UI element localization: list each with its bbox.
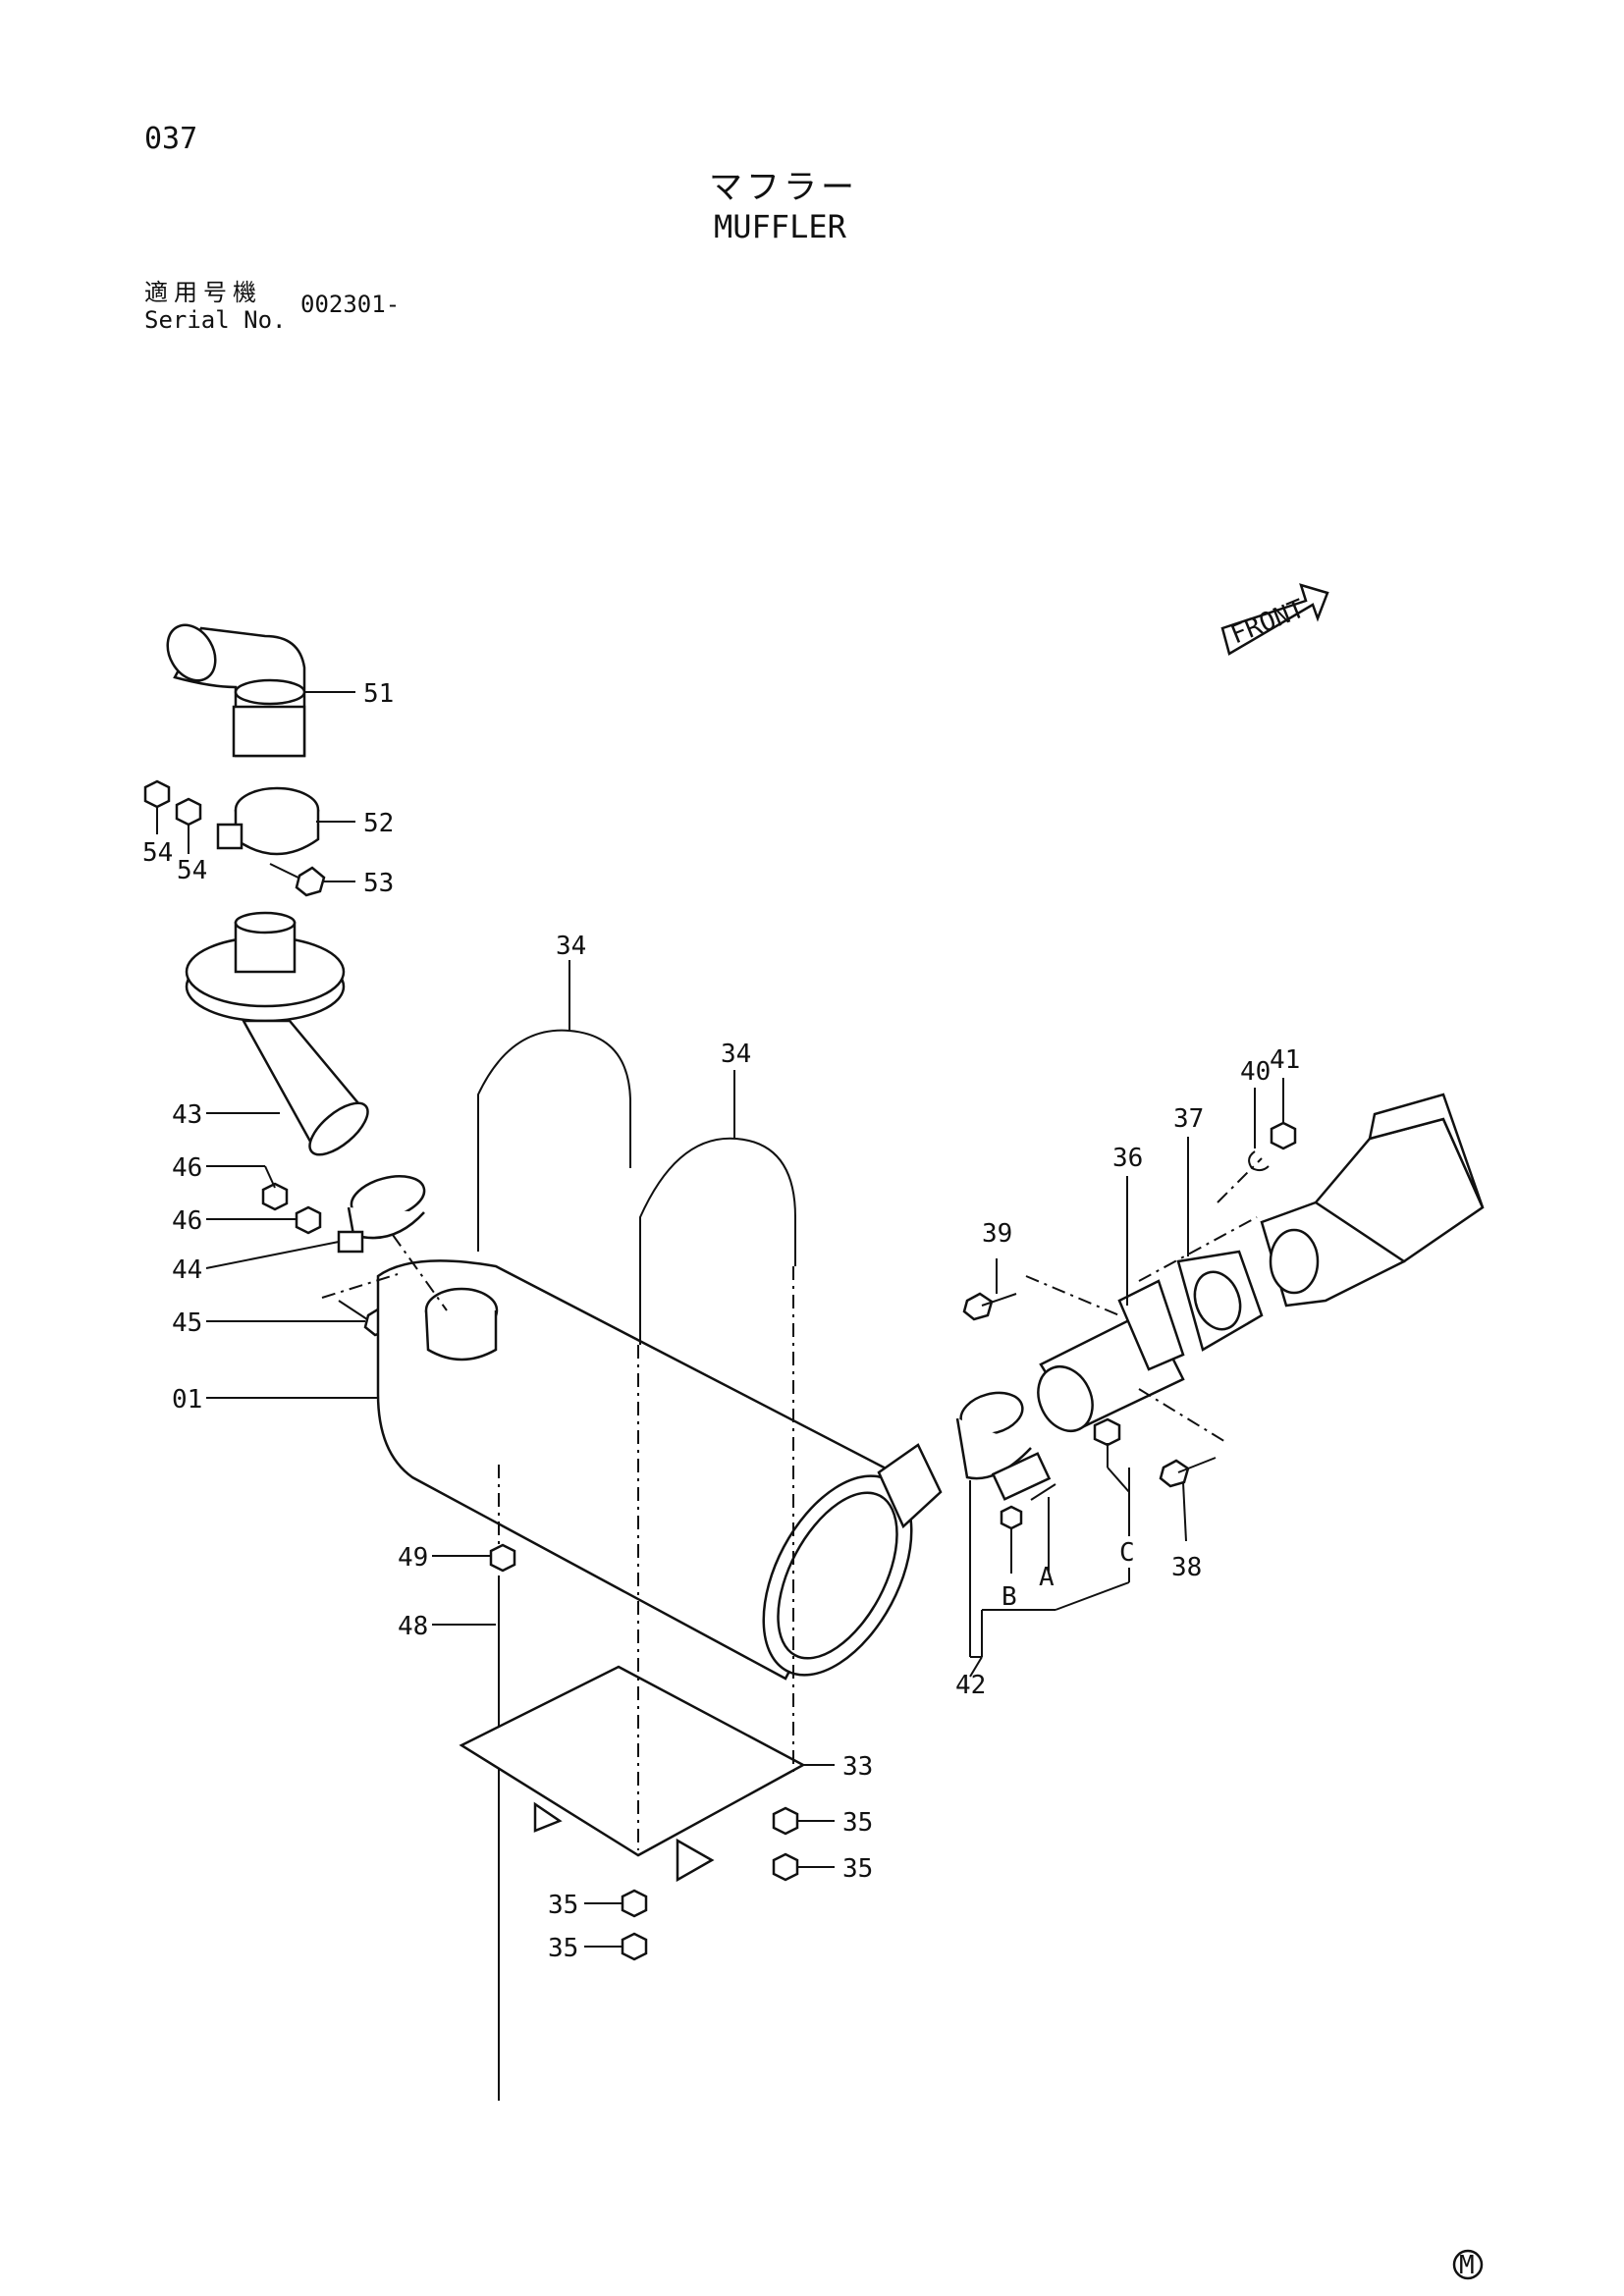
footer-m-mark-icon: M <box>1452 2249 1484 2280</box>
callout-43: 43 <box>172 1100 202 1130</box>
callout-33: 33 <box>842 1752 873 1782</box>
leader-dash <box>1138 1216 1258 1282</box>
gasket-37-part <box>1176 1250 1264 1352</box>
callout-35a: 35 <box>842 1808 873 1838</box>
page-title-japanese: マフラー <box>709 168 858 207</box>
bracket-33-part <box>459 1665 806 1883</box>
callout-35c: 35 <box>548 1891 578 1920</box>
callout-44: 44 <box>172 1255 202 1285</box>
leader-dash <box>1025 1275 1120 1316</box>
callout-b: B <box>1001 1582 1017 1612</box>
serial-label-japanese: 適用号機 <box>144 279 262 306</box>
nut-35c-icon <box>621 1889 648 1918</box>
page-title: MUFFLER <box>714 208 846 245</box>
u-bolt-34b-part <box>639 1137 796 1345</box>
callout-c: C <box>1119 1538 1135 1568</box>
muffler-body-part <box>376 1259 943 1681</box>
leader-dash <box>1138 1388 1228 1444</box>
bolt-38-icon <box>1159 1457 1217 1488</box>
callout-37: 37 <box>1173 1104 1204 1134</box>
callout-46a: 46 <box>172 1153 202 1183</box>
pipe-36-part <box>1037 1279 1185 1432</box>
callout-54a: 54 <box>142 838 173 868</box>
callout-46b: 46 <box>172 1206 202 1236</box>
footer-m-label: M <box>1459 2251 1475 2280</box>
page-number: 037 <box>144 122 198 156</box>
callout-35d: 35 <box>548 1934 578 1963</box>
callout-41: 41 <box>1270 1045 1300 1075</box>
callout-48: 48 <box>398 1612 428 1641</box>
nut-54b-icon <box>175 797 202 827</box>
bolt-39-icon <box>962 1292 1017 1321</box>
u-bolt-34a-part <box>477 1029 631 1252</box>
callout-54b: 54 <box>177 856 207 885</box>
rain-cap-pipe-part <box>185 911 369 1156</box>
front-arrow-icon: FRONT <box>1220 583 1329 656</box>
callout-45: 45 <box>172 1308 202 1338</box>
callout-40: 40 <box>1240 1057 1271 1087</box>
nut-41-icon <box>1270 1121 1297 1150</box>
turbo-outlet-part <box>1260 1093 1485 1308</box>
callout-01: 01 <box>172 1385 202 1415</box>
nut-46a-icon <box>261 1182 289 1211</box>
callout-36: 36 <box>1112 1144 1143 1173</box>
nut-35d-icon <box>621 1932 648 1961</box>
callout-a: A <box>1039 1563 1055 1592</box>
callout-34a: 34 <box>556 932 586 961</box>
nut-35b-icon <box>772 1852 799 1882</box>
bolt-53-icon <box>269 863 326 897</box>
serial-value: 002301- <box>300 291 401 318</box>
callout-53: 53 <box>363 869 394 898</box>
bolt-c-icon <box>1093 1417 1121 1468</box>
nut-54a-icon <box>143 779 171 809</box>
serial-label: Serial No. <box>144 306 287 334</box>
clamp-ring-part <box>216 786 320 856</box>
nut-49-icon <box>489 1543 516 1573</box>
exhaust-elbow-part <box>166 623 306 758</box>
front-label: FRONT <box>1226 594 1309 650</box>
leader-dash <box>392 1234 448 1311</box>
callout-38: 38 <box>1171 1553 1202 1582</box>
leader-lines <box>156 691 1284 1948</box>
clamp-42-part <box>955 1391 1056 1530</box>
nut-35a-icon <box>772 1806 799 1836</box>
clamp-44-part <box>337 1175 426 1254</box>
callout-49: 49 <box>398 1543 428 1573</box>
callout-35b: 35 <box>842 1854 873 1884</box>
leader-dash <box>321 1273 399 1299</box>
leader-dash <box>1217 1157 1263 1203</box>
nut-46b-icon <box>295 1205 322 1235</box>
callout-52: 52 <box>363 809 394 838</box>
callout-51: 51 <box>363 679 394 709</box>
callout-42: 42 <box>955 1671 986 1700</box>
callout-39: 39 <box>982 1219 1012 1249</box>
callout-34b: 34 <box>721 1040 751 1069</box>
